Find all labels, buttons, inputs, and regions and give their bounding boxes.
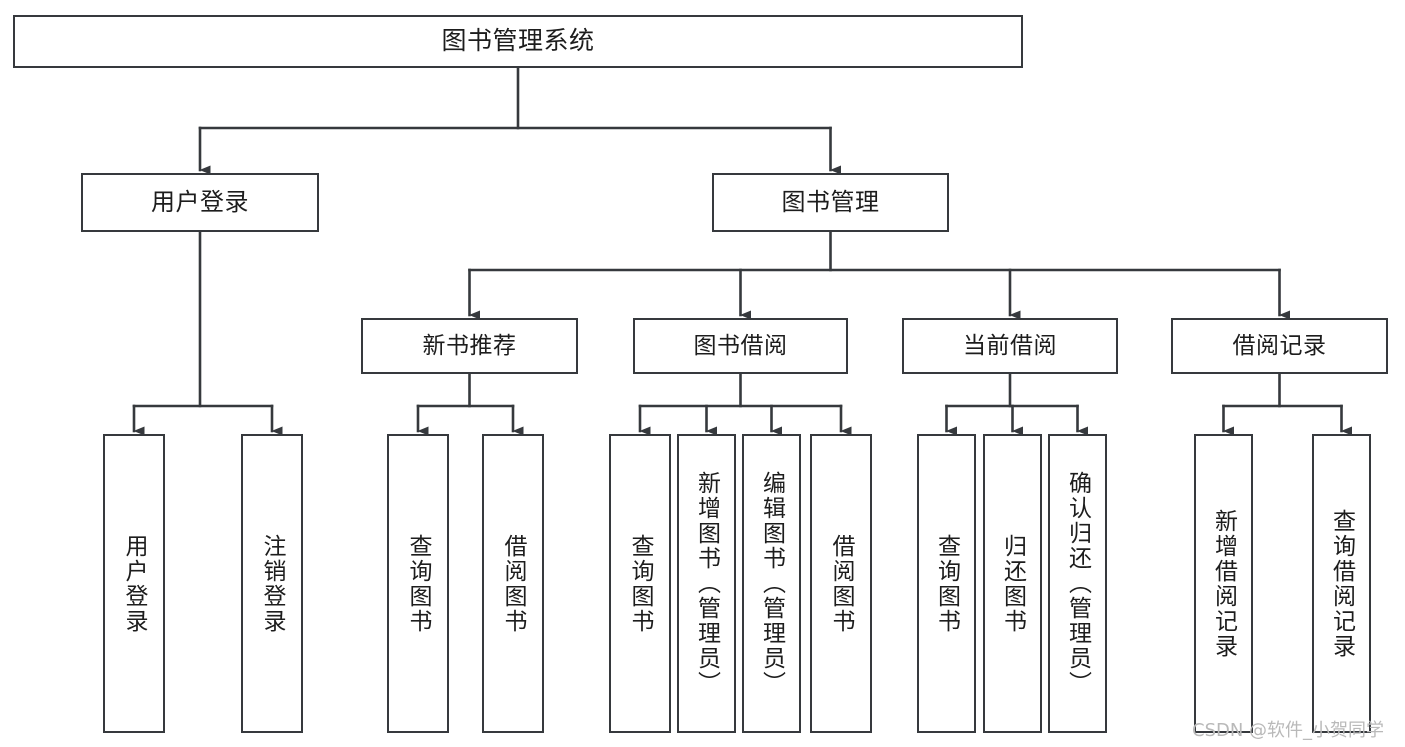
node-label: 查询借阅记录 — [1328, 508, 1355, 659]
node-label: 用户登录 — [121, 533, 148, 634]
node-label: 查询图书 — [933, 533, 960, 634]
node-leaf-add-record[interactable]: 新增借阅记录 — [1194, 434, 1253, 733]
node-new-book-recommend[interactable]: 新书推荐 — [361, 318, 578, 374]
node-leaf-user-login[interactable]: 用户登录 — [103, 434, 165, 733]
node-root[interactable]: 图书管理系统 — [13, 15, 1023, 68]
node-book-borrow[interactable]: 图书借阅 — [633, 318, 848, 374]
node-label: 新增借阅记录 — [1210, 508, 1237, 659]
node-leaf-edit-book[interactable]: 编辑图书（管理员） — [742, 434, 801, 733]
node-label: 图书借阅 — [693, 332, 788, 359]
node-label: 借阅图书 — [828, 533, 855, 634]
node-current-borrow[interactable]: 当前借阅 — [902, 318, 1118, 374]
node-leaf-borrow-book-2[interactable]: 借阅图书 — [810, 434, 872, 733]
node-label: 借阅图书 — [500, 533, 527, 634]
node-leaf-return-book[interactable]: 归还图书 — [983, 434, 1042, 733]
node-book-manage[interactable]: 图书管理 — [712, 173, 949, 232]
node-label: 注销登录 — [259, 533, 286, 634]
node-leaf-query-book-3[interactable]: 查询图书 — [917, 434, 976, 733]
node-leaf-query-record[interactable]: 查询借阅记录 — [1312, 434, 1371, 733]
node-leaf-logout[interactable]: 注销登录 — [241, 434, 303, 733]
node-label: 新增图书（管理员） — [693, 471, 720, 696]
node-label: 图书管理系统 — [441, 26, 595, 56]
node-label: 查询图书 — [405, 533, 432, 634]
node-label: 用户登录 — [151, 187, 249, 216]
node-user-login[interactable]: 用户登录 — [81, 173, 319, 232]
node-label: 图书管理 — [781, 187, 880, 216]
node-leaf-confirm-return[interactable]: 确认归还（管理员） — [1048, 434, 1107, 733]
node-leaf-borrow-book-1[interactable]: 借阅图书 — [482, 434, 544, 733]
node-label: 确认归还（管理员） — [1064, 471, 1091, 696]
node-label: 新书推荐 — [422, 332, 517, 359]
node-leaf-add-book[interactable]: 新增图书（管理员） — [677, 434, 736, 733]
connector-lines — [132, 66, 1352, 436]
node-borrow-record[interactable]: 借阅记录 — [1171, 318, 1388, 374]
node-label: 查询图书 — [627, 533, 654, 634]
node-leaf-query-book-1[interactable]: 查询图书 — [387, 434, 449, 733]
node-label: 归还图书 — [999, 533, 1026, 634]
node-label: 当前借阅 — [963, 332, 1057, 359]
node-leaf-query-book-2[interactable]: 查询图书 — [609, 434, 671, 733]
node-label: 借阅记录 — [1232, 332, 1327, 359]
node-label: 编辑图书（管理员） — [758, 471, 785, 696]
